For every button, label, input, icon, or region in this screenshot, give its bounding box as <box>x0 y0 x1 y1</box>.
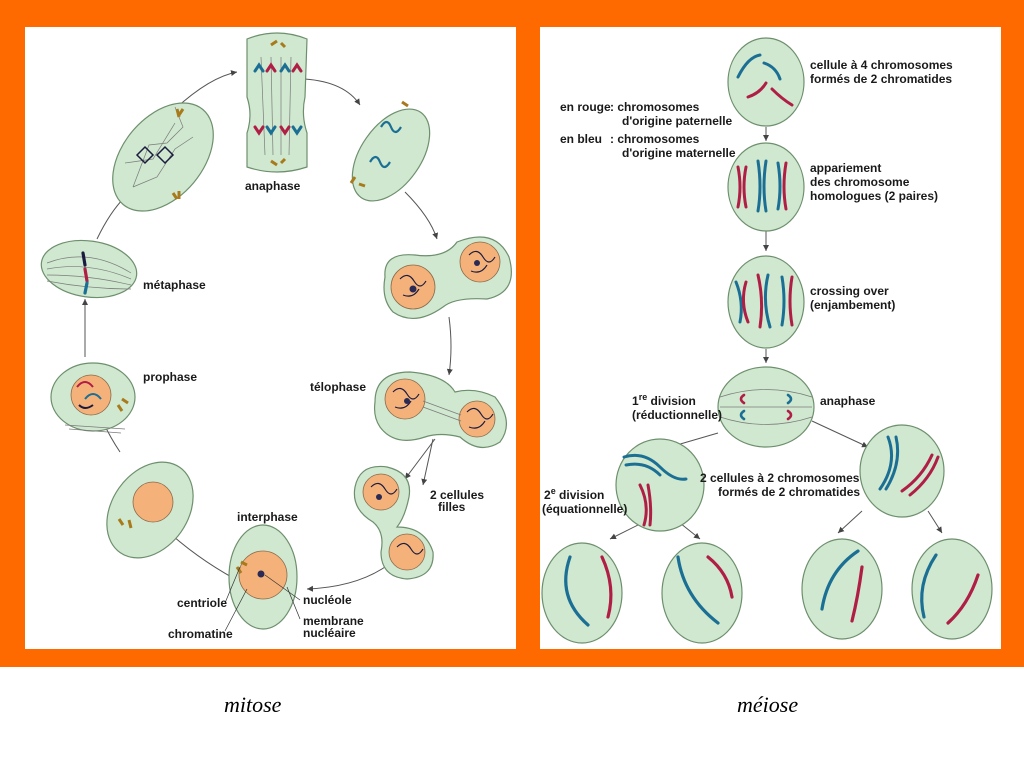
legend-rouge-line1: : chromosomes <box>610 100 700 114</box>
cell-telophase <box>373 371 507 448</box>
label-membrane-line1: membrane <box>303 614 364 628</box>
label-division-1-line2: (réductionnelle) <box>632 408 722 422</box>
legend-bleu-line2: d'origine maternelle <box>622 146 736 160</box>
label-interphase: interphase <box>237 510 298 524</box>
label-crossing-line2: (enjambement) <box>810 298 895 312</box>
cell-late-anaphase <box>349 100 431 202</box>
label-2-cellules-line2-meiose: formés de 2 chromatides <box>718 485 860 499</box>
cell-telophase-early <box>383 236 512 319</box>
legend-bleu-key: en bleu <box>560 132 602 146</box>
interphase-pointers <box>224 566 301 632</box>
cell-4-chromosomes <box>727 37 805 127</box>
label-chromatine: chromatine <box>168 627 233 641</box>
label-2-cellules-line1-meiose: 2 cellules à 2 chromosomes <box>700 471 860 485</box>
cell-final-4 <box>911 538 993 640</box>
label-appariement-line3: homologues (2 paires) <box>810 189 938 203</box>
label-cellule-4-line2: formés de 2 chromatides <box>810 72 952 86</box>
cell-anaphase <box>246 32 308 173</box>
cell-division-1-right <box>859 424 945 518</box>
cell-prometaphase <box>112 102 214 212</box>
cell-interphase <box>228 524 298 630</box>
label-crossing-line1: crossing over <box>810 284 889 298</box>
caption-mitose: mitose <box>224 692 282 717</box>
cell-daughter-pair <box>353 465 434 580</box>
cell-final-3 <box>801 538 883 640</box>
cell-prophase <box>50 362 136 434</box>
legend-bleu-line1: : chromosomes <box>610 132 700 146</box>
label-division-2-line2: (équationnelle) <box>542 502 627 516</box>
cell-early-prophase <box>106 461 194 559</box>
label-appariement-line2: des chromosome <box>810 175 910 189</box>
mitose-panel: anaphase télophase <box>25 27 516 649</box>
label-division-2: 2e division <box>544 486 604 502</box>
label-2-cellules-line2: filles <box>438 500 466 514</box>
cell-division-1-left <box>615 438 705 532</box>
meiose-diagram: cellule à 4 chromosomes formés de 2 chro… <box>541 37 993 644</box>
label-cellule-4-line1: cellule à 4 chromosomes <box>810 58 953 72</box>
label-anaphase-meiose: anaphase <box>820 394 876 408</box>
label-membrane-line2: nucléaire <box>303 626 356 640</box>
cell-final-2 <box>661 542 743 644</box>
cell-metaphase <box>40 239 138 299</box>
mitose-diagram: anaphase télophase <box>40 32 512 641</box>
cell-appariement <box>727 142 805 232</box>
label-division-1: 1re division <box>632 392 696 408</box>
legend-rouge-key: en rouge <box>560 100 611 114</box>
cell-crossing-over <box>727 255 805 349</box>
meiose-panel: cellule à 4 chromosomes formés de 2 chro… <box>540 27 1001 649</box>
label-appariement-line1: appariement <box>810 161 881 175</box>
label-centriole: centriole <box>177 596 227 610</box>
label-nucleole: nucléole <box>303 593 352 607</box>
legend-rouge-line2: d'origine paternelle <box>622 114 733 128</box>
cell-final-1 <box>541 542 623 644</box>
label-2-cellules-line1: 2 cellules <box>430 488 484 502</box>
label-telophase: télophase <box>310 380 366 394</box>
label-anaphase: anaphase <box>245 179 301 193</box>
label-prophase: prophase <box>143 370 197 384</box>
caption-meiose: méiose <box>737 692 799 717</box>
cell-anaphase-1 <box>717 366 815 448</box>
label-metaphase: métaphase <box>143 278 206 292</box>
